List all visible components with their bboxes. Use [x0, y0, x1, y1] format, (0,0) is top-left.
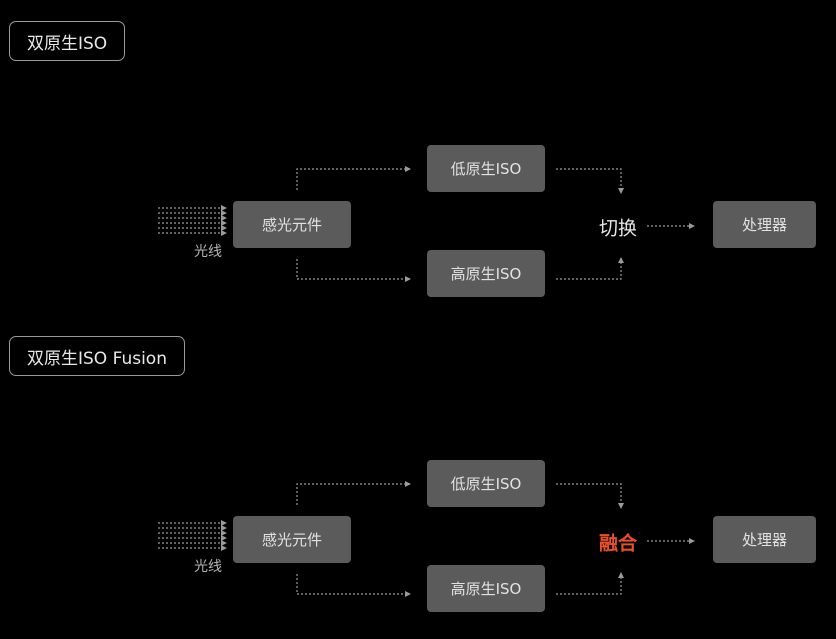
sensor-box: 感光元件	[233, 516, 351, 563]
low-iso-box: 低原生ISO	[427, 460, 545, 507]
high-to-fusion-arrow	[556, 572, 624, 595]
sensor-to-high-arrow	[296, 259, 411, 282]
light-label: 光线	[194, 244, 222, 260]
sensor-to-low-arrow	[296, 481, 411, 505]
fusion-label: 融合	[598, 532, 638, 555]
low-to-fusion-arrow	[556, 483, 624, 509]
high-to-switch-arrow	[556, 257, 624, 280]
light-rays	[158, 520, 227, 551]
section-label-dual-iso: 双原生ISO	[9, 21, 126, 61]
low-to-switch-arrow	[556, 168, 624, 194]
light-rays	[158, 205, 227, 236]
section2-connectors	[158, 481, 695, 597]
light-label: 光线	[194, 559, 222, 575]
processor-box: 处理器	[713, 516, 816, 563]
sensor-to-low-arrow	[296, 166, 411, 190]
sensor-box: 感光元件	[233, 201, 351, 248]
processor-box: 处理器	[713, 201, 816, 248]
sensor-to-high-arrow	[296, 574, 411, 597]
high-iso-box: 高原生ISO	[427, 565, 545, 612]
section1-connectors	[158, 166, 695, 282]
high-iso-box: 高原生ISO	[427, 250, 545, 297]
section-label-dual-iso-fusion: 双原生ISO Fusion	[9, 336, 185, 376]
switch-label: 切换	[598, 217, 638, 240]
low-iso-box: 低原生ISO	[427, 145, 545, 192]
